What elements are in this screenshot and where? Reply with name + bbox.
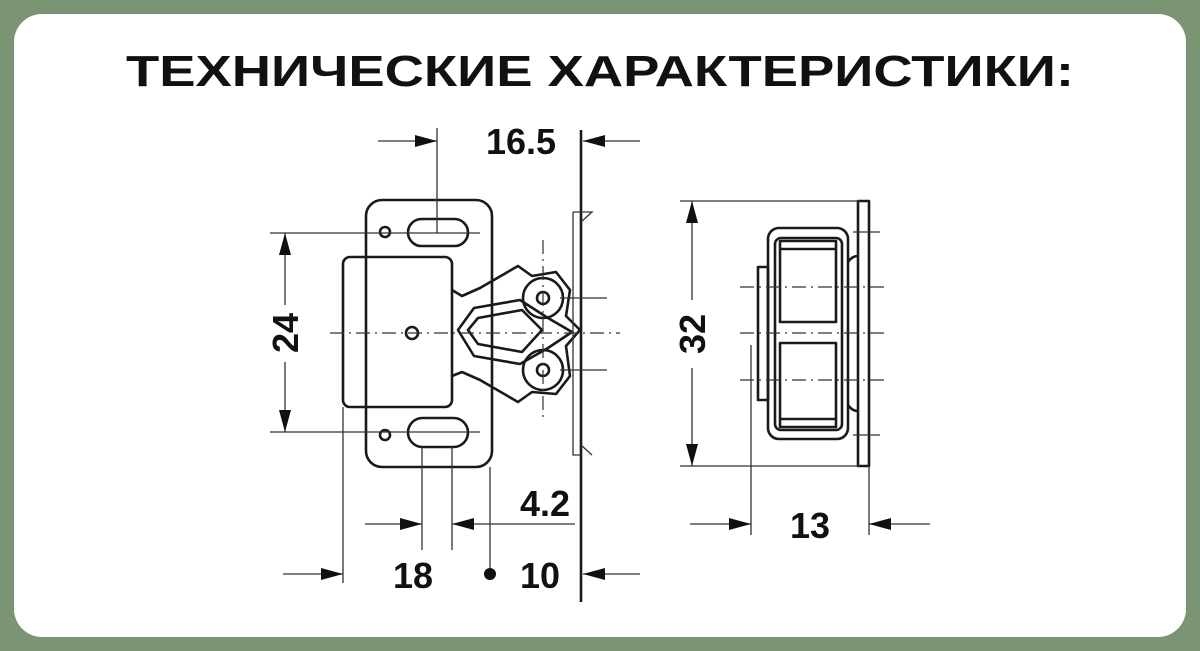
spring-clip-inner: [466, 308, 544, 354]
roller-upper-side: [778, 239, 838, 324]
front-view: 16.5 24 4.2 18 10: [265, 121, 640, 602]
spring-clip: [456, 298, 574, 366]
screw-hole: [378, 225, 392, 239]
dimension-4-2: 4.2: [520, 483, 570, 524]
screw-hole: [378, 428, 392, 442]
roller-lower-side: [778, 341, 838, 429]
dimension-10: 10: [520, 555, 560, 596]
dimension-13: 13: [790, 505, 830, 546]
dimension-32: 32: [672, 314, 713, 354]
reference-dot: [484, 568, 496, 580]
strike-plate: [572, 211, 594, 456]
content-card: [14, 14, 1186, 637]
page-title: ТЕХНИЧЕСКИЕ ХАРАКТЕРИСТИКИ:: [126, 47, 1074, 96]
dimension-16-5: 16.5: [486, 121, 556, 162]
dimension-24: 24: [265, 313, 306, 353]
dimension-18: 18: [393, 555, 433, 596]
catch-body: [341, 255, 454, 409]
side-view: 32 13: [672, 199, 930, 546]
